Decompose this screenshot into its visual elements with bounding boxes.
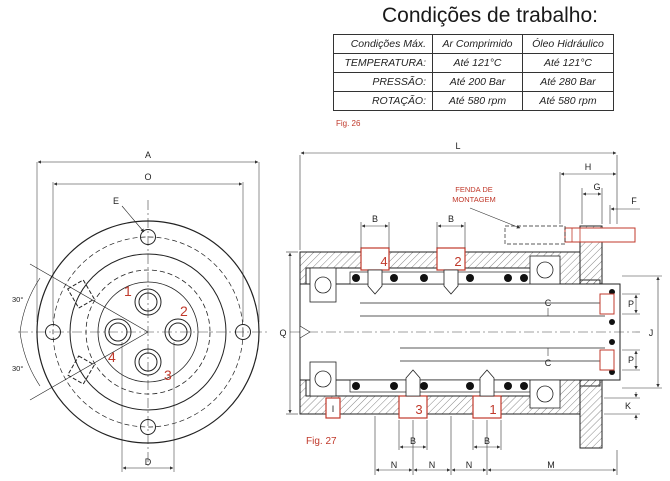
table-cell: Até 580 rpm: [522, 91, 614, 111]
dim-i-label: I: [332, 404, 335, 414]
dim-l-label: L: [455, 141, 460, 151]
working-conditions-table: Condições Máx. Ar Comprimido Óleo Hidráu…: [333, 34, 614, 111]
front-port-3-label: 3: [164, 367, 172, 383]
dim-j-label: J: [649, 328, 654, 338]
fig26-caption: Fig. 26: [336, 119, 361, 128]
mounting-bolt: [564, 227, 636, 243]
table-cell: Até 280 Bar: [522, 72, 614, 92]
table-header-row: Condições Máx. Ar Comprimido Óleo Hidráu…: [333, 34, 614, 54]
dim-f-label: F: [631, 196, 637, 206]
dim-n-3-label: N: [466, 460, 473, 470]
dim-g-label: G: [593, 182, 600, 192]
side-port-2-label: 2: [454, 254, 461, 269]
dim-c-top-label: C: [545, 298, 552, 308]
side-view-ports: 4 2 3 1: [380, 254, 496, 417]
bottom-ports: [325, 395, 502, 419]
front-port-4-label: 4: [108, 349, 116, 365]
fig27-caption: Fig. 27: [306, 436, 337, 447]
dim-k-label: K: [625, 401, 631, 411]
slot-label-line1: FENDA DE: [455, 185, 493, 194]
dim-n-2-label: N: [429, 460, 436, 470]
dim-d-label: D: [145, 457, 152, 467]
top-ports: [360, 247, 466, 271]
dim-a-label: A: [145, 150, 151, 160]
side-port-4-label: 4: [380, 254, 387, 269]
table-row: TEMPERATURA: Até 121°C Até 121°C: [333, 53, 614, 73]
dim-b-top-2-label: B: [448, 214, 454, 224]
side-port-3-label: 3: [415, 402, 422, 417]
table-header-cell: Ar Comprimido: [432, 34, 523, 54]
dim-m-label: M: [547, 460, 555, 470]
dim-b-bottom-1-label: B: [410, 436, 416, 446]
side-view: [290, 225, 640, 449]
dim-n-1-label: N: [391, 460, 398, 470]
front-port-2-label: 2: [180, 303, 188, 319]
table-row: ROTAÇÃO: Até 580 rpm Até 580 rpm: [333, 91, 614, 111]
dim-p-bottom-label: P: [628, 355, 634, 365]
dim-q-label: Q: [279, 328, 286, 338]
dim-e-label: E: [113, 196, 119, 206]
dim-h-label: H: [585, 162, 592, 172]
table-cell: ROTAÇÃO:: [333, 91, 433, 111]
table-cell: Até 580 rpm: [432, 91, 523, 111]
table-header-cell: Óleo Hidráulico: [522, 34, 614, 54]
dim-c-bottom-label: C: [545, 358, 552, 368]
side-view-labels: L H G F Q J P P K M C C B B B B N N N I …: [279, 141, 653, 470]
table-cell: Até 121°C: [522, 53, 614, 73]
table-cell: Até 200 Bar: [432, 72, 523, 92]
dim-p-top-label: P: [628, 299, 634, 309]
bearings: [309, 255, 561, 409]
front-port-1-label: 1: [124, 283, 132, 299]
page-title: Condições de trabalho:: [382, 4, 598, 27]
o-rings: [352, 274, 615, 390]
side-view-dimensions: [286, 151, 662, 475]
front-view: [18, 160, 268, 472]
dim-b-top-1-label: B: [372, 214, 378, 224]
angle-top-label: 30°: [12, 295, 23, 304]
front-view-ports: 1 2 3 4: [108, 283, 188, 383]
side-port-1-label: 1: [489, 402, 496, 417]
dim-o-label: O: [144, 172, 151, 182]
slot-label-line2: MONTAGEM: [452, 195, 496, 204]
front-view-labels: A O E D 30° 30°: [12, 150, 152, 467]
angle-bottom-label: 30°: [12, 364, 23, 373]
dim-b-bottom-2-label: B: [484, 436, 490, 446]
